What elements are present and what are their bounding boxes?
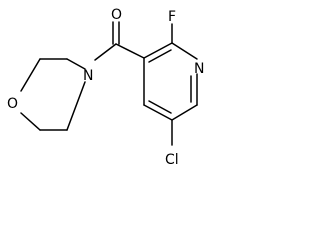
morpholine-bond-c2-o [20, 58, 41, 92]
morpholine-bond-o-c3 [20, 112, 41, 131]
morpholine-bond-c4-n [66, 81, 86, 131]
atom-label-fluorine: F [168, 9, 176, 25]
ring-bond-c6-c5 [171, 104, 198, 121]
carbonyl-to-morpholine-n-bond [94, 43, 117, 61]
atom-label-chlorine: Cl [165, 152, 179, 168]
molecule-structure: O F N N O Cl [7, 7, 204, 168]
morpholine-bond-n-c1 [66, 58, 86, 70]
atom-label-morpholine-oxygen: O [7, 96, 18, 112]
atom-label-pyridine-nitrogen: N [194, 61, 204, 77]
carbonyl-to-ring-bond [115, 43, 145, 59]
ring-bond-c2-n [171, 42, 198, 60]
ring-double-c4-c5 [148, 100, 172, 114]
ring-bond-c3-c2 [143, 42, 173, 59]
ring-double-c3-c2 [148, 49, 172, 63]
atom-label-carbonyl-oxygen: O [111, 7, 122, 23]
atom-label-morpholine-nitrogen: N [83, 68, 93, 84]
ring-bond-c5-c4 [143, 104, 173, 121]
